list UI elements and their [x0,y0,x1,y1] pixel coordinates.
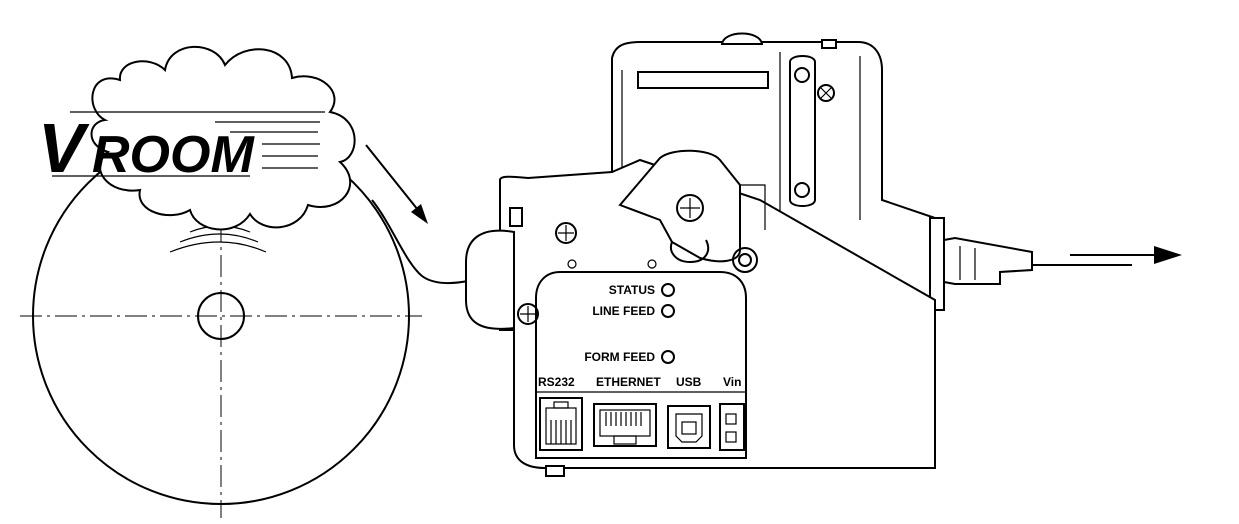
port-label-vin: Vin [723,375,741,389]
screw-left [555,222,577,244]
port-label-usb: USB [676,375,702,389]
port-label-ethernet: ETHERNET [596,375,661,389]
top-knob [720,32,764,45]
indicator-label-form-feed: FORM FEED [584,350,655,364]
cloud-outline [90,45,356,231]
indicator-label-line-feed: LINE FEED [592,304,655,318]
speed-lines [52,111,325,177]
paper-in-arrow [365,144,428,224]
top-pin [821,39,837,49]
line-feed-button[interactable] [661,304,675,318]
top-inner-panel [621,52,861,225]
vroom-text: ROOM [92,126,255,184]
screw-center [676,194,704,222]
control-panel [535,271,747,459]
port-label-rs232: RS232 [538,375,575,389]
indicator-form-feed: FORM FEED [584,350,675,364]
form-feed-button[interactable] [661,350,675,364]
lever-arm [789,55,816,207]
paper-web [371,199,469,285]
ethernet-port[interactable] [593,403,657,447]
bottom-tab [545,465,565,477]
screw-top-right [817,84,835,102]
status-led [661,283,675,297]
top-window [637,71,769,89]
indicator-status: STATUS [609,283,675,297]
usb-port[interactable] [667,405,711,449]
rear-bracket [929,217,945,311]
screw-bottom-left [517,303,539,325]
vin-port[interactable] [719,403,745,451]
indicator-label-status: STATUS [609,283,655,297]
sound-effect-cloud: V ROOM [38,45,356,231]
rs232-port[interactable] [539,397,583,451]
paper-out-arrow [1154,246,1182,264]
printer-body [465,32,1033,469]
front-bumper [465,229,515,330]
vroom-first-letter: V [38,109,90,187]
indicator-line-feed: LINE FEED [592,304,675,318]
paper-roll [20,127,469,518]
printer-main-body [499,158,936,469]
paper-out [1032,246,1182,266]
roller [732,247,758,273]
outfeed-nozzle [943,236,1033,285]
